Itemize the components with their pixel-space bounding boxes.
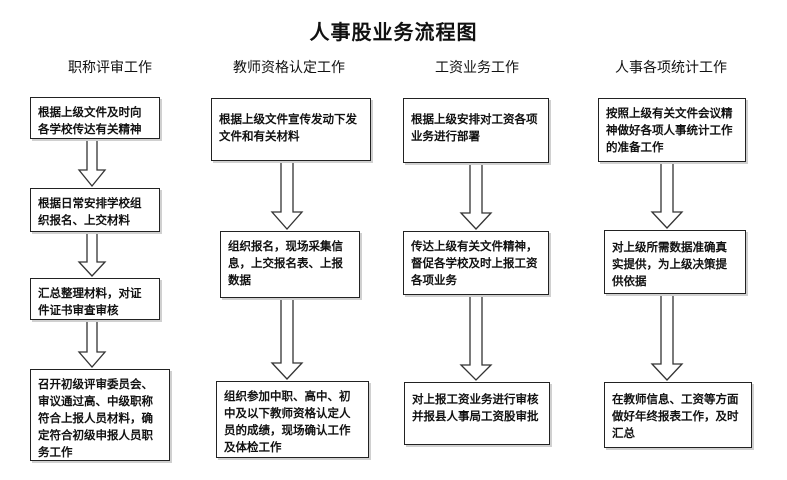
step-box: 对上级所需数据准确真实提供，为上级决策提供依据	[604, 230, 746, 294]
arrow-icon	[270, 297, 304, 380]
step-box: 组织参加中职、高中、初中及以下教师资格认定人员的成绩，现场确认工作及体检工作	[216, 381, 369, 458]
step-box: 召开初级评审委员会、审议通过高、中级职称符合上报人员材料，确定符合初级申报人员职…	[30, 369, 170, 461]
step-box: 传达上级有关文件精神，督促各学校及时上报工资各项业务	[403, 231, 549, 295]
step-box: 根据上级文件及时向各学校传达有关精神	[30, 97, 160, 139]
step-box: 根据上级文件宣传发动下发文件和有关材料	[211, 98, 371, 161]
step-box: 在教师信息、工资等方面做好年终报表工作，及时汇总	[604, 382, 752, 448]
arrow-icon	[459, 162, 493, 230]
step-box: 按照上级有关文件会议精神做好各项人事统计工作的准备工作	[598, 98, 746, 162]
diagram-title: 人事股业务流程图	[309, 20, 478, 44]
column-heading-teacher-qualification: 教师资格认定工作	[233, 60, 345, 76]
step-box: 组织报名，现场采集信息，上交报名表、上报数据	[220, 231, 360, 298]
arrow-icon	[77, 319, 107, 368]
arrow-icon	[77, 138, 107, 188]
arrow-icon	[650, 293, 684, 381]
step-box: 根据上级安排对工资各项业务进行部署	[403, 98, 549, 163]
column-heading-salary: 工资业务工作	[435, 60, 519, 76]
arrow-icon	[459, 294, 493, 381]
step-box: 对上报工资业务进行审核并报县人事局工资股审批	[404, 382, 550, 445]
column-heading-title-review: 职称评审工作	[68, 60, 152, 76]
step-box: 根据日常安排学校组织报名、上交材料	[30, 188, 160, 232]
arrow-icon	[77, 231, 107, 277]
step-box: 汇总整理材料，对证件证书审查审核	[30, 278, 160, 320]
arrow-icon	[650, 161, 684, 229]
column-heading-statistics: 人事各项统计工作	[615, 60, 727, 76]
arrow-icon	[270, 160, 304, 230]
